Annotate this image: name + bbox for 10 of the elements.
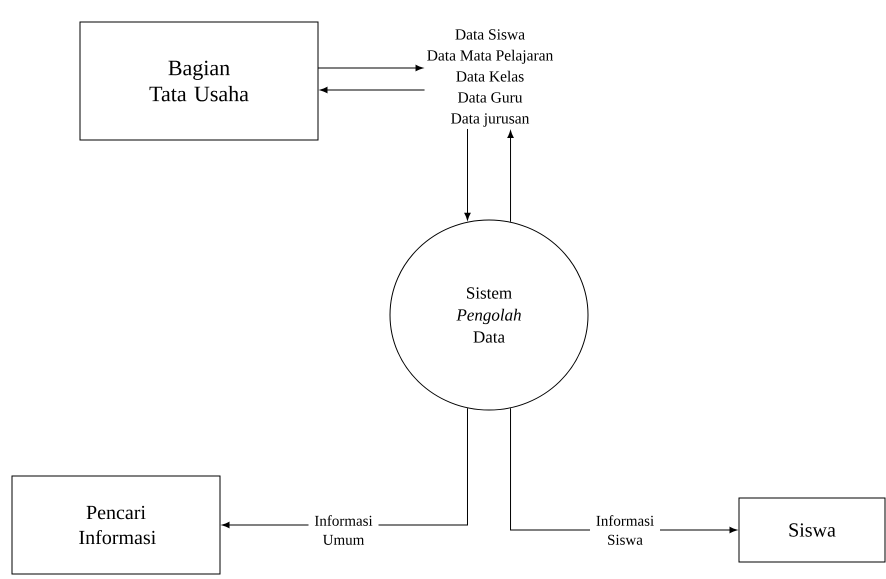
entity-box: Bagian Tata Usaha — [80, 22, 318, 140]
entity-box: Pencari Informasi — [12, 476, 220, 574]
arrow — [507, 130, 514, 222]
arrow — [464, 128, 471, 220]
edge-label: Informasi Siswa — [590, 512, 660, 548]
entity-box: Siswa — [738, 498, 886, 562]
arrow — [318, 64, 424, 72]
data-flow-text: Data Siswa Data Mata Pelajaran Data Kelas Data Guru Data jurusan — [427, 29, 554, 127]
arrow — [320, 86, 426, 94]
edge-label: Informasi Umum — [308, 512, 378, 548]
